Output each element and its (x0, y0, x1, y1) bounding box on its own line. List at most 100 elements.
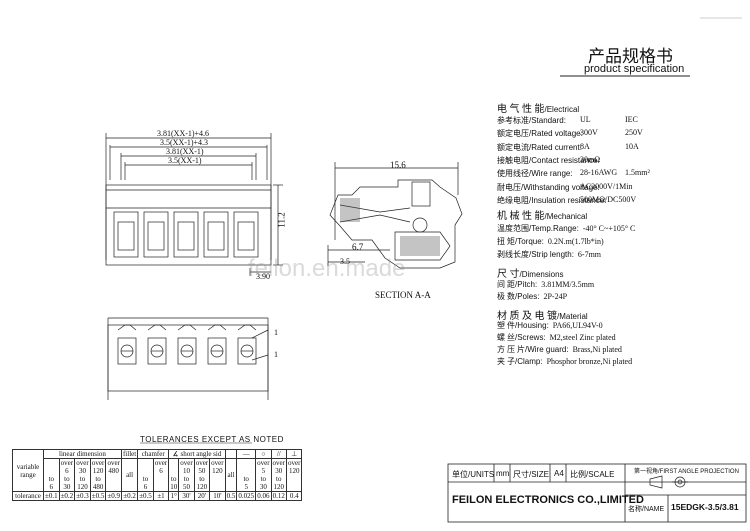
dim-pitch1: 3.81(XX-1) (166, 147, 204, 156)
dim-side-low: 3.5 (340, 257, 350, 266)
tol-h-angle: ∡ short angle sid (168, 449, 226, 459)
tol-value: 0.025 (236, 491, 257, 501)
tol-h-linear: linear dimension (43, 449, 122, 459)
tol-angle-range-line (211, 475, 223, 483)
tol-label-line: range (20, 470, 36, 479)
scale-label: 比例/SCALE (570, 470, 615, 479)
tol-angle-range-line: 10 (170, 483, 178, 491)
mech-row: 扭 矩/Torque:0.2N.m(1.7lb*in) (497, 236, 737, 247)
elec-label-en: /Standard: (529, 116, 566, 125)
tol-value-label: tolerance (12, 491, 44, 501)
mat-row: 夹 子/Clamp:Phosphor bronze,Ni plated (497, 356, 737, 367)
elec-value: UL (580, 115, 591, 124)
section-mechanical: 机 械 性 能/Mechanical (497, 211, 588, 222)
tol-chamfer-range-line: 6 (159, 467, 163, 475)
size-value: A4 (554, 469, 564, 478)
tol-linear-range-line: over (107, 459, 120, 467)
tol-linear-range-line: 120 (92, 467, 104, 475)
tol-linear-range-line (107, 475, 120, 483)
tol-angle-range-line: over (195, 459, 209, 467)
tol-geo-range-line: over (288, 459, 301, 467)
elec-row: 绝缘电阻/Insulation resistance:500MΩ/DC500V (497, 195, 737, 206)
tol-linear-range-line: to (64, 475, 70, 483)
title-en: product specification (584, 63, 685, 75)
dim-bottom: 3.90 (256, 272, 270, 281)
tol-value: ±0.2 (120, 491, 139, 501)
elec-value: AC2000V/1Min (580, 181, 633, 191)
tolerance-title: TOLERANCES EXCEPT AS NOTED (140, 435, 284, 444)
bottom-label-2: 1 (274, 350, 278, 359)
tol-angle-range-line (211, 483, 223, 491)
front-openings (106, 189, 271, 258)
mat-label-en: /Clamp: (515, 357, 543, 366)
tol-geo-range-line: 5 (261, 467, 266, 475)
mech-value: -40° C~+105° C (582, 224, 636, 233)
dim-inner: 3.5(XX-1)+4.3 (160, 138, 209, 147)
dim-row: 间 距/Pitch:3.81MM/3.5mm (497, 279, 737, 290)
section-caption: SECTION A-A (375, 290, 431, 300)
tol-angle-range-line (170, 467, 177, 475)
tol-geo-range-line: all (227, 471, 235, 479)
tol-value: ±0.3 (74, 491, 91, 501)
mech-label-cn: 剥线长度 (497, 250, 529, 259)
tol-linear-range-line: 6 (65, 467, 69, 475)
tol-linear-range-line: to (79, 475, 86, 483)
part-number: 15EDGK-3.5/3.81 (671, 502, 739, 512)
tol-chamfer-range-line: to (142, 475, 149, 483)
tol-value: 0.4 (285, 491, 303, 501)
bottom-label-1: 1 (274, 328, 278, 337)
tol-geo-range-line (238, 459, 254, 467)
tol-linear-range-line (45, 467, 58, 475)
tol-h-sym1: — (236, 449, 257, 459)
mat-value: PA66,UL94V-0 (552, 321, 603, 330)
tol-geo-range-line: 120 (273, 483, 285, 491)
dim-label-cn: 间 距 (497, 280, 515, 289)
elec-label-cn: 参考标准 (497, 116, 529, 125)
tol-linear-range-line: to (95, 475, 101, 483)
projection-symbol (649, 475, 688, 489)
tol-h-chamfer: chamfer (137, 449, 170, 459)
tol-value: 0.5 (224, 491, 238, 501)
name-label: 名称/NAME (628, 506, 665, 513)
mat-row: 螺 丝/Screws:M2,steel Zinc plated (497, 332, 737, 343)
mat-row: 方 压 片/Wire guard:Brass,Ni plated (497, 344, 737, 355)
elec-value: 8A (580, 141, 590, 151)
section-electrical: 电 气 性 能/Electrical (497, 104, 580, 115)
tol-angle-range-line: over (180, 459, 193, 467)
elec-row: 接触电阻/Contact resistance:20mΩ (497, 155, 737, 166)
tol-geo-range-line: to (260, 475, 267, 483)
tol-geo-range-line: 30 (275, 467, 283, 475)
dim-overall: 3.81(XX-1)+4.6 (157, 129, 210, 138)
units-label: 单位/UNITS (452, 470, 495, 479)
size-label: 尺寸/SIZE (513, 470, 550, 479)
dim-label-en: /Poles: (515, 292, 540, 301)
mat-label-cn: 夹 子 (497, 357, 515, 366)
tol-h-sym4: ⊥ (285, 449, 303, 459)
tol-value: 0.12 (270, 491, 288, 501)
elec-label-cn: 耐电压 (497, 182, 521, 192)
elec-value-2: 1.5mm² (625, 168, 650, 178)
title-cn: 产品规格书 (588, 47, 673, 66)
tol-value: ±1 (152, 491, 170, 501)
elec-value: 28-16AWG (580, 168, 618, 178)
mat-label-cn: 方 压 片 (497, 345, 525, 354)
tol-h-fillet: fillet (120, 449, 139, 459)
elec-value-2: 250V (625, 128, 643, 138)
section-material: 材 质 及 电 镀/Material (497, 311, 588, 322)
tol-angle-range-line: 10 (182, 467, 190, 475)
tol-value: 1° (168, 491, 180, 501)
tol-geo-range-line: 30 (259, 483, 267, 491)
mat-value: M2,steel Zinc plated (549, 333, 616, 342)
tol-angle-range-line: 50 (198, 467, 206, 475)
units-value: mm (496, 469, 510, 478)
mat-label-en: /Housing: (515, 321, 549, 330)
dim-value: 3.81MM/3.5mm (541, 280, 595, 289)
